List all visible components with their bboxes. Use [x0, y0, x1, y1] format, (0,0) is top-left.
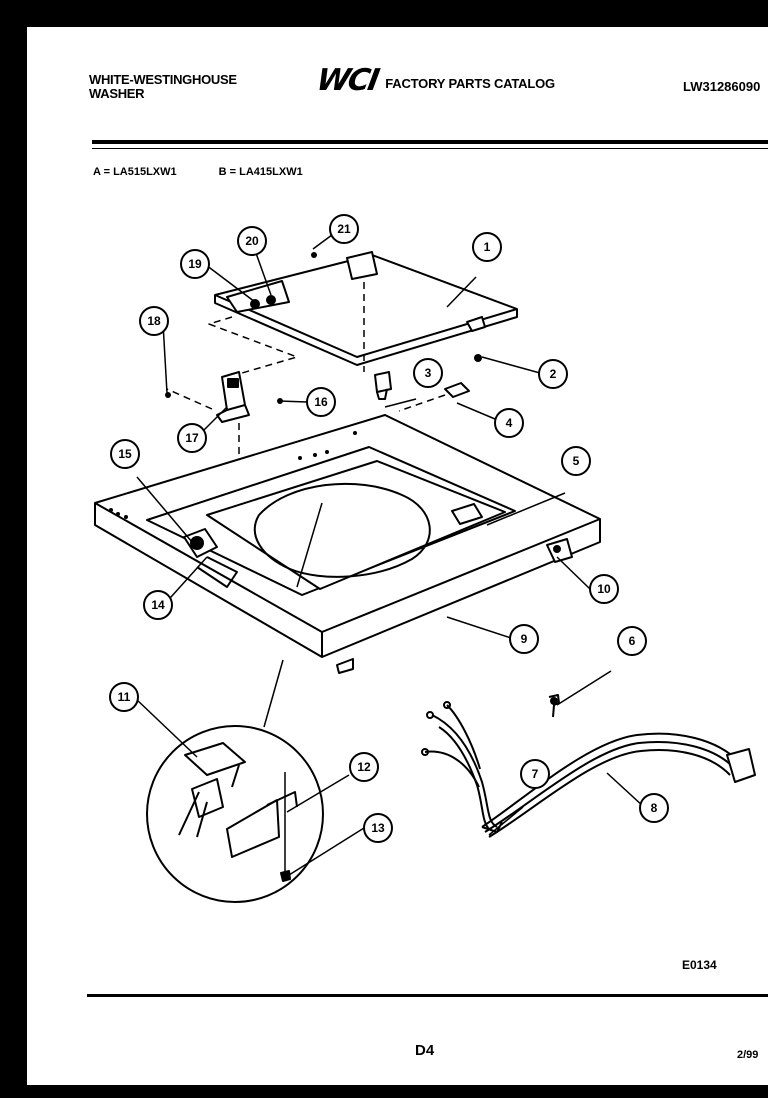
screws	[165, 252, 558, 705]
callout-19: 19	[180, 249, 210, 279]
footer-rule	[87, 994, 768, 997]
callout-20: 20	[237, 226, 267, 256]
svg-text:19: 19	[188, 257, 202, 271]
svg-text:4: 4	[506, 416, 513, 430]
svg-text:2: 2	[550, 367, 557, 381]
model-list: A = LA515LXW1 B = LA415LXW1	[93, 166, 303, 178]
wire-harness	[421, 701, 503, 833]
callout-18: 18	[139, 306, 169, 336]
catalog-sheet: WHITE-WESTINGHOUSE WASHER WCI FACTORY PA…	[27, 27, 768, 1085]
callout-6: 6	[617, 626, 647, 656]
header-rule-thin	[92, 148, 768, 149]
callout-8: 8	[639, 793, 669, 823]
callout-7: 7	[520, 759, 550, 789]
svg-text:15: 15	[118, 447, 132, 461]
callout-14: 14	[143, 590, 173, 620]
svg-text:3: 3	[425, 366, 432, 380]
top-panel	[94, 414, 601, 674]
strike-part	[374, 371, 392, 400]
svg-text:18: 18	[147, 314, 161, 328]
svg-text:21: 21	[337, 222, 351, 236]
callout-11: 11	[109, 682, 139, 712]
svg-text:9: 9	[521, 632, 528, 646]
callout-5: 5	[561, 446, 591, 476]
catalog-title: FACTORY PARTS CATALOG	[385, 76, 555, 91]
page-number: D4	[415, 1042, 435, 1059]
callout-4: 4	[494, 408, 524, 438]
svg-text:13: 13	[371, 821, 385, 835]
callout-10: 10	[589, 574, 619, 604]
hinge-assembly	[216, 371, 250, 423]
panel-holes	[109, 431, 357, 519]
exploded-parts-diagram: 1 2 3 4 5 6 7 8 9 10 11 12 13 14 15 16 1…	[94, 214, 756, 903]
detail-circle	[146, 725, 324, 903]
bracket-part	[444, 382, 470, 398]
doc-number: LW31286090	[683, 79, 761, 94]
svg-text:7: 7	[532, 767, 539, 781]
callout-15: 15	[110, 439, 140, 469]
leader-lines	[134, 228, 645, 876]
product-type: WASHER	[89, 86, 145, 101]
svg-text:8: 8	[651, 801, 658, 815]
svg-text:17: 17	[185, 431, 199, 445]
revision-date: 2/99	[737, 1049, 759, 1061]
callout-17: 17	[177, 423, 207, 453]
figure-code: E0134	[682, 958, 717, 972]
svg-text:11: 11	[118, 690, 131, 704]
lid-part	[214, 251, 518, 366]
callout-1: 1	[472, 232, 502, 262]
svg-text:20: 20	[245, 234, 259, 248]
switch-detail	[178, 742, 298, 882]
callout-13: 13	[363, 813, 393, 843]
lid-switch-part	[183, 528, 238, 588]
logo-block: WCI FACTORY PARTS CATALOG	[314, 63, 555, 98]
svg-text:12: 12	[357, 760, 371, 774]
callout-2: 2	[538, 359, 568, 389]
svg-text:6: 6	[629, 634, 636, 648]
callout-12: 12	[349, 752, 379, 782]
callout-21: 21	[329, 214, 359, 244]
svg-text:16: 16	[314, 395, 328, 409]
model-b: B = LA415LXW1	[218, 166, 303, 178]
fill-hose	[481, 732, 756, 838]
svg-text:14: 14	[151, 598, 165, 612]
callout-9: 9	[509, 624, 539, 654]
callout-3: 3	[413, 358, 443, 388]
brand-name: WHITE-WESTINGHOUSE	[89, 72, 237, 87]
svg-text:5: 5	[573, 454, 580, 468]
callout-labels: 1 2 3 4 5 6 7 8 9 10 11 12 13 14 15 16 1…	[109, 214, 669, 843]
header-rule	[92, 140, 768, 144]
svg-text:1: 1	[484, 240, 491, 254]
callout-16: 16	[306, 387, 336, 417]
model-a: A = LA515LXW1	[93, 166, 177, 178]
svg-text:10: 10	[597, 582, 611, 596]
brand-block: WHITE-WESTINGHOUSE WASHER	[89, 73, 237, 101]
